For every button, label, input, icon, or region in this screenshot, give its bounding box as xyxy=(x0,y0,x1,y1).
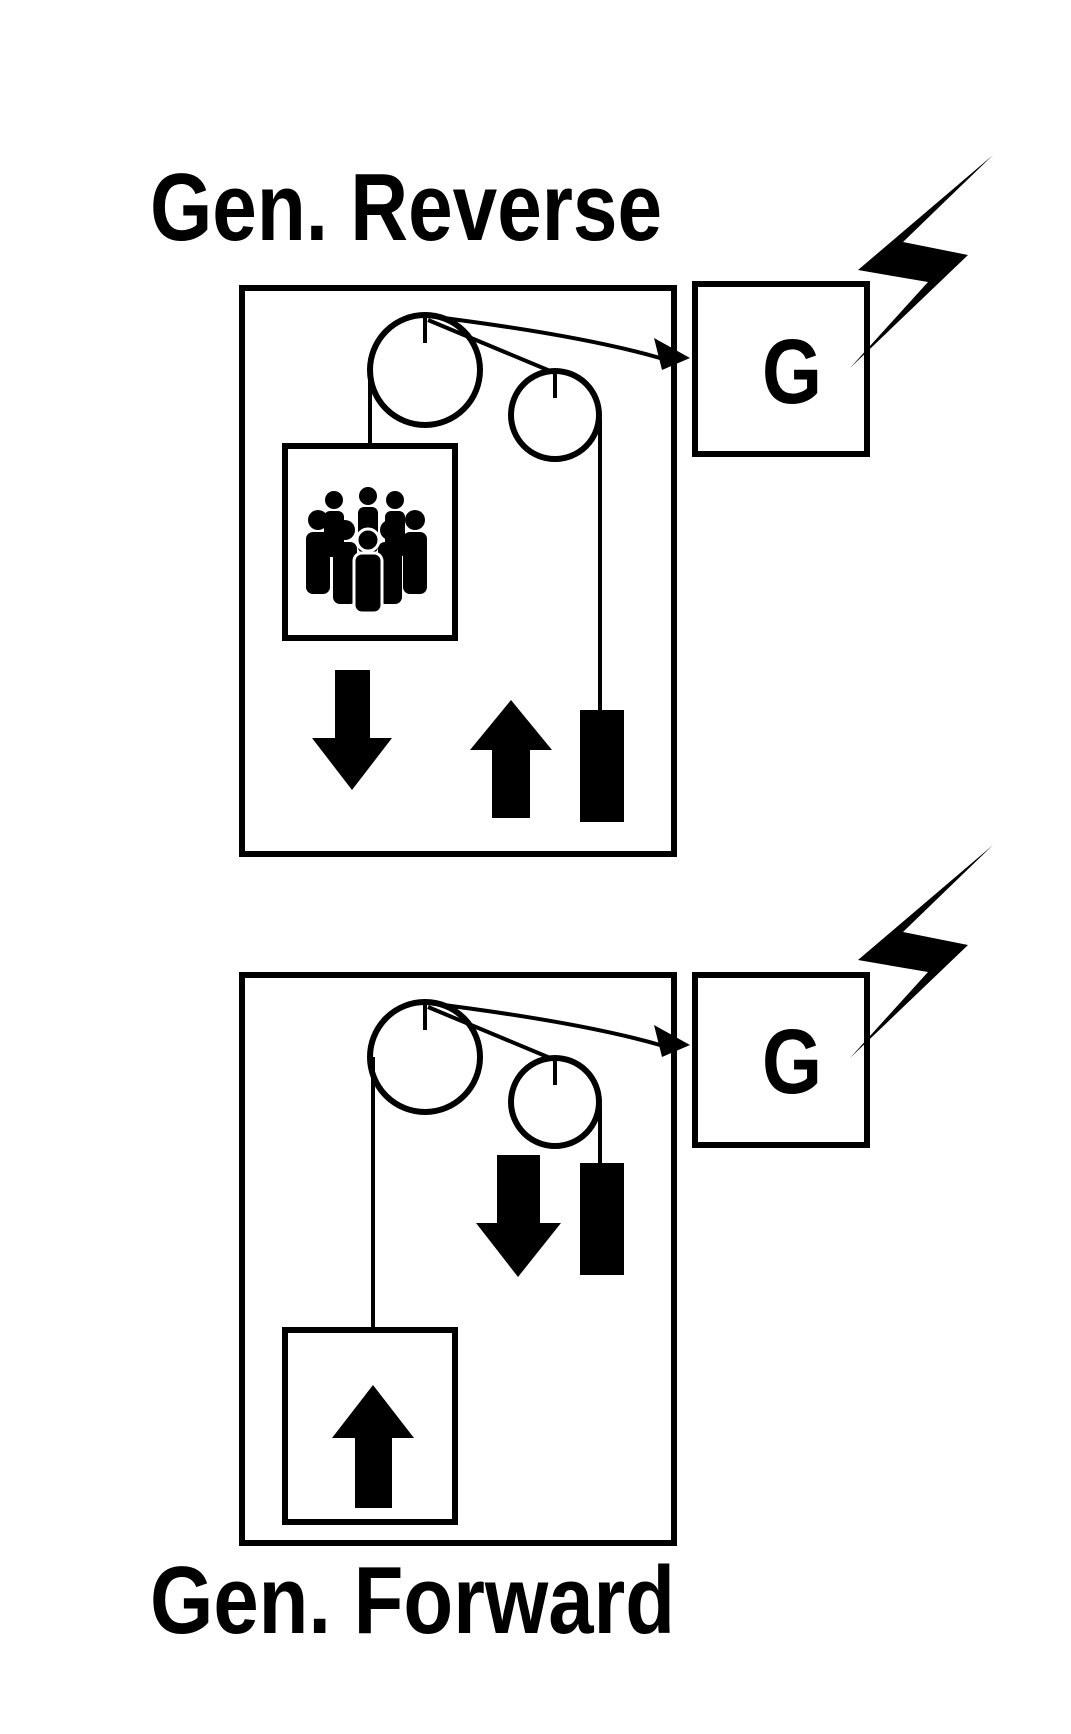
top-shaft-frame xyxy=(239,285,677,857)
bottom-counterweight xyxy=(580,1163,624,1275)
top-secondary-pulley xyxy=(508,368,602,462)
bottom-panel-title: Gen. Forward xyxy=(150,1547,675,1654)
top-generator-label: G xyxy=(762,321,822,423)
top-drive-arrowhead xyxy=(654,338,690,370)
top-counterweight-up-arrow-icon xyxy=(470,700,552,818)
bottom-panel: G Gen. Forward xyxy=(150,845,993,1654)
top-car-down-arrow-icon xyxy=(312,670,392,790)
bottom-generator-label: G xyxy=(762,1011,822,1113)
bottom-generator-box xyxy=(692,972,870,1148)
bottom-pulley-link-cable xyxy=(427,1005,556,1062)
top-counterweight xyxy=(580,710,624,822)
bottom-secondary-pulley xyxy=(508,1055,602,1149)
top-pulley-link-cable xyxy=(427,318,556,375)
people-group-icon xyxy=(306,487,427,615)
top-panel: Gen. Reverse xyxy=(150,154,993,857)
bottom-drive-arrowhead xyxy=(654,1025,690,1057)
bottom-elevator-car xyxy=(282,1327,458,1525)
bottom-main-pulley xyxy=(367,999,483,1115)
bottom-car-up-arrow-icon xyxy=(332,1385,414,1508)
bottom-counterweight-down-arrow-icon xyxy=(476,1155,561,1277)
bottom-lightning-bolt-icon xyxy=(850,845,993,1058)
top-elevator-car xyxy=(282,443,458,641)
top-lightning-bolt-icon xyxy=(850,155,993,368)
bottom-shaft-frame xyxy=(239,972,677,1546)
top-generator-box xyxy=(692,281,870,457)
top-drive-arrow-line xyxy=(427,314,661,360)
bottom-drive-arrow-line xyxy=(427,1001,661,1047)
top-main-pulley xyxy=(367,312,483,428)
top-panel-title: Gen. Reverse xyxy=(150,154,662,261)
